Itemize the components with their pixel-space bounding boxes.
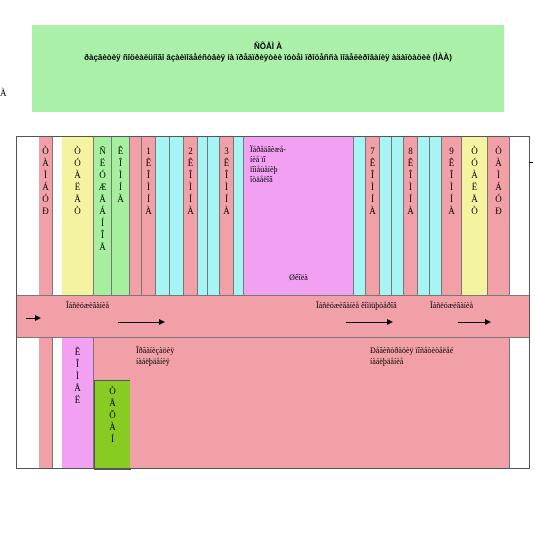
pink-bottom-area: Îðãàíèçàöèÿ íàáëþäåíèÿ Ðåãèñòðàöèÿ ïîñåò… (130, 338, 488, 468)
column-3: 3 Ê Î Ì Í À (220, 137, 234, 295)
column-7-label: 7 Ê Î Ì Í À (369, 146, 376, 216)
bottom-right-text: Ðåãèñòðàöèÿ ïîñåòèòåëåé íàáëþäåíèå (370, 346, 454, 366)
cyan-column-e (234, 137, 244, 295)
pink-divider-1 (130, 137, 142, 295)
column-3-label: 3 Ê Î Ì Í À (223, 146, 230, 216)
service-corridor-band (17, 295, 529, 338)
column-8: 8 Ê Î Ì Í À (404, 137, 418, 295)
column-8-label: 8 Ê Î Ì Í À (407, 146, 414, 216)
pink-bottom-spacer (94, 338, 130, 380)
side-mark: À (0, 88, 7, 98)
arrow-2-head (387, 319, 393, 325)
arrow-1-head (159, 319, 165, 325)
cyan-column-i (418, 137, 430, 295)
column-9-label: 9 Ê Î Ì Í À (448, 146, 455, 216)
band-label-right: Îáñëóæèâàíèå (430, 301, 474, 310)
cyan-column-j (430, 137, 442, 295)
green-2-label: Ê Î Ì Í À (117, 146, 124, 204)
cyan-column-b (170, 137, 184, 295)
cyan-column-a (156, 137, 170, 295)
column-2: 2 Ê Î Ì Í À (184, 137, 198, 295)
band-label-middle: Îáñëóæèâàíèå êîìïüþòåðîâ (316, 301, 397, 310)
green-column-2: Ê Î Ì Í À (112, 137, 130, 295)
school-label: Øêîëà (289, 273, 308, 282)
column-1: 1 Ê Î Ì Í À (142, 137, 156, 295)
lime-bottom-column: Ò Å Õ À Í (94, 380, 131, 470)
cyan-column-h (392, 137, 404, 295)
right-edge-mark (529, 162, 533, 163)
yellow-left-label: Ò Ó À Ë Å Ò (74, 146, 81, 216)
cyan-column-f (354, 137, 366, 295)
column-1-label: 1 Ê Î Ì Í À (145, 146, 152, 216)
hall-movement-label: Ïåðåäâèæå- íèå ïî ïîìåùåíèþ îòäåëîâ (250, 145, 286, 184)
outer-left-label: Ò À Ì Á Ó Ð (42, 146, 49, 216)
title-line1: ÑÕÅÌ À (254, 42, 282, 51)
column-9: 9 Ê Î Ì Í À (442, 137, 462, 295)
entry-arrow-line (26, 318, 36, 319)
magenta-bottom-label: Ê Î Ì Å Ë (74, 347, 81, 405)
arrow-2-line (346, 322, 388, 323)
green-column-1: Ñ Ë Ó Æ Å Á Í Î Å (94, 137, 112, 295)
cyan-column-c (198, 137, 208, 295)
yellow-column-left: Ò Ó À Ë Å Ò (62, 137, 94, 295)
bottom-left-text: Îðãàíèçàöèÿ íàáëþäåíèÿ (136, 346, 175, 366)
title-box: ÑÕÅÌ À ðàçâèòèÿ ñîöèàëüíîãî âçàèìîäåéñòâ… (32, 25, 504, 112)
title-line2: ðàçâèòèÿ ñîöèàëüíîãî âçàèìîäåéñòâèÿ íà ï… (84, 53, 452, 62)
outer-right-label: Ò À Ì Á Ó Ð (495, 146, 502, 216)
band-label-left: Îáñëóæèâàíèå (66, 301, 110, 310)
green-1-label: Ñ Ë Ó Æ Å Á Í Î Å (98, 146, 107, 252)
bottom-border (16, 468, 530, 469)
column-7: 7 Ê Î Ì Í À (366, 137, 380, 295)
yellow-right-label: Ò Ó À Ë Å Ò (471, 146, 478, 216)
arrow-3-head (485, 319, 491, 325)
magenta-bottom-column: Ê Î Ì Å Ë (62, 338, 94, 468)
entry-arrow-head (35, 315, 41, 321)
yellow-column-right: Ò Ó À Ë Å Ò (462, 137, 488, 295)
cyan-column-d (208, 137, 220, 295)
arrow-3-line (458, 322, 486, 323)
magenta-hall-area: Ïåðåäâèæå- íèå ïî ïîìåùåíèþ îòäåëîâ Øêîë… (244, 137, 354, 295)
lime-bottom-label: Ò Å Õ À Í (109, 386, 116, 444)
arrow-1-line (118, 322, 160, 323)
column-2-label: 2 Ê Î Ì Í À (187, 146, 194, 216)
cyan-column-g (380, 137, 392, 295)
